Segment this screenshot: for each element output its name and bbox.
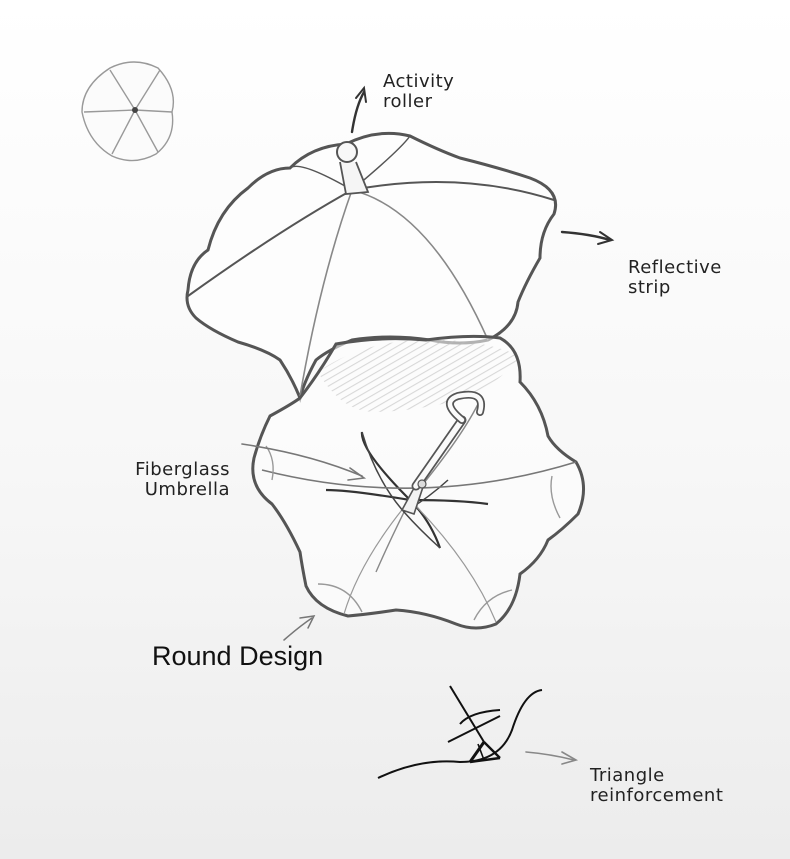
- label-line: roller: [383, 91, 433, 112]
- arrow-activity-roller: [350, 85, 367, 134]
- arrow-triangle: [525, 751, 579, 765]
- upper-umbrella-canopy: [185, 131, 557, 403]
- arrow-reflective-strip: [560, 230, 615, 245]
- label-reflective-strip: Reflective strip: [628, 258, 722, 298]
- lower-umbrella-canopy: [251, 334, 585, 630]
- label-round-design: Round Design: [152, 641, 324, 671]
- arrow-round-design: [283, 615, 316, 641]
- label-line: Reflective: [628, 257, 722, 278]
- label-line: Triangle: [590, 765, 665, 786]
- label-line: strip: [628, 277, 671, 298]
- label-fiberglass-umbrella: Fiberglass Umbrella: [112, 460, 230, 500]
- triangle-reinforcement-detail: [377, 685, 543, 779]
- arrow-fiberglass: [241, 443, 367, 481]
- label-line: Fiberglass: [135, 459, 230, 480]
- label-line: Umbrella: [144, 479, 230, 500]
- label-triangle-reinforcement: Triangle reinforcement: [590, 766, 723, 806]
- label-line: reinforcement: [590, 785, 724, 806]
- top-view-thumbnail: [81, 61, 175, 162]
- label-line: Activity: [383, 71, 455, 92]
- label-activity-roller: Activity roller: [383, 72, 454, 112]
